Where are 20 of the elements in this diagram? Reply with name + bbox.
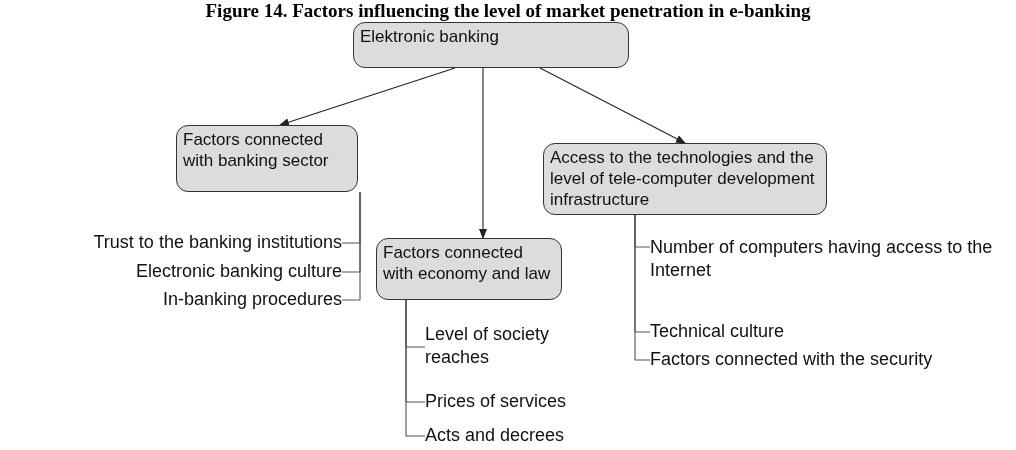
connector-line	[634, 214, 651, 361]
factor-text: Prices of services	[425, 390, 567, 413]
factor-text: Acts and decrees	[425, 424, 565, 447]
factor-text: Technical culture	[650, 320, 785, 343]
arrow	[279, 67, 456, 126]
connector-line	[341, 191, 361, 301]
factor-text: In-banking procedures	[162, 288, 342, 311]
factor-text: Number of computers having access to the Internet	[650, 236, 995, 282]
factor-text: Electronic banking culture	[135, 260, 342, 283]
figure-title: Figure 14. Factors influencing the level of market penetration in e-banking	[204, 0, 812, 21]
category-box: Access to the technologies and the level of tele-computer development infrastructure	[543, 143, 827, 215]
category-box: Factors connected with banking sector	[176, 125, 358, 192]
category-box: Elektronic banking	[353, 22, 629, 68]
arrow	[539, 67, 686, 144]
arrow	[479, 67, 487, 239]
factor-text: Level of society reaches	[425, 323, 575, 369]
factor-text: Factors connected with the security	[650, 348, 933, 371]
connector-line	[405, 299, 426, 437]
factor-text: Trust to the banking institutions	[93, 231, 342, 254]
category-box: Factors connected with economy and law	[376, 238, 562, 300]
